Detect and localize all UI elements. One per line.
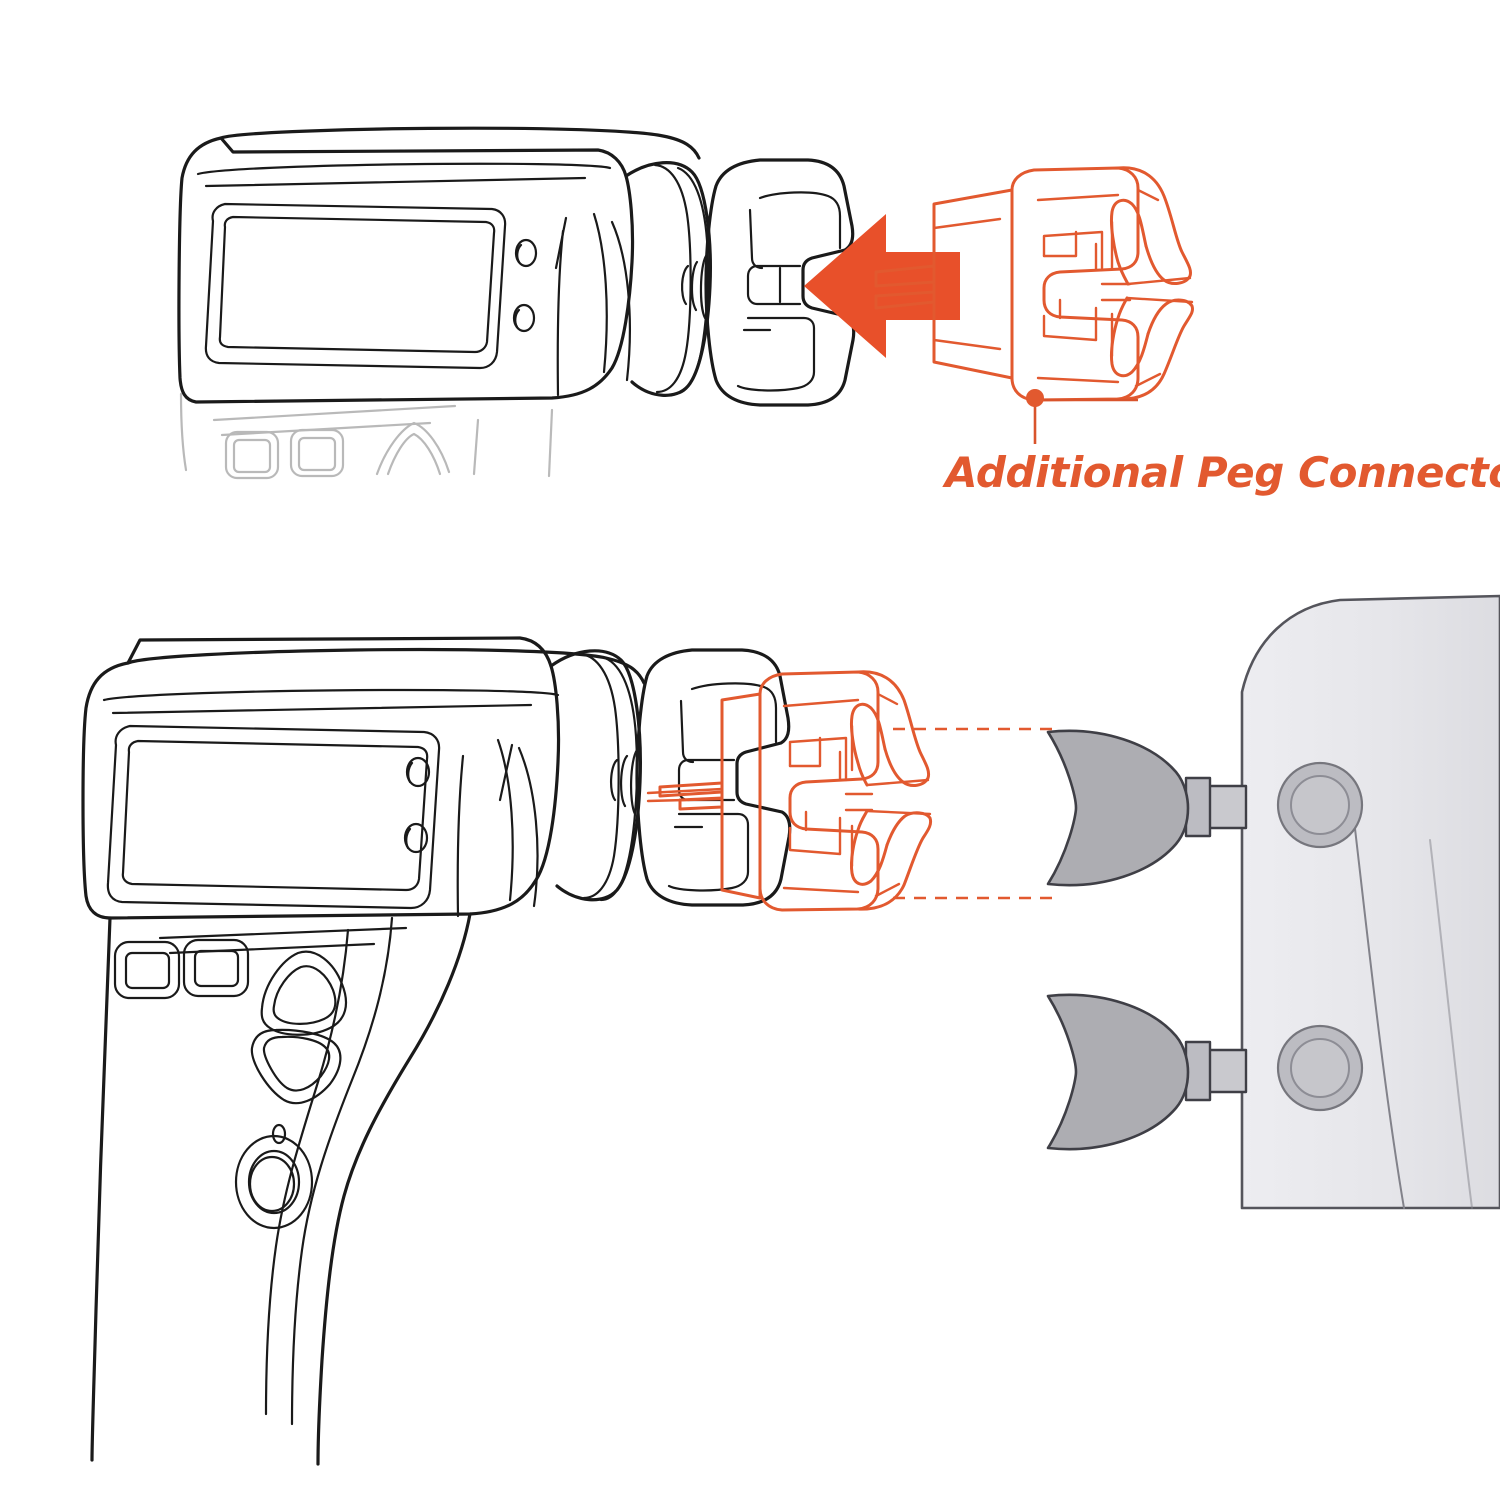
peg-connector-attached xyxy=(646,670,933,912)
alignment-dashed-lines xyxy=(893,727,1052,900)
power-led xyxy=(271,1123,287,1145)
top-device-faded-handle xyxy=(179,392,554,480)
power-button xyxy=(234,1134,314,1230)
square-button-left xyxy=(113,940,181,1000)
up-arrow-button xyxy=(260,950,348,1036)
upper-peg xyxy=(1046,729,1248,887)
down-arrow-button xyxy=(250,1028,342,1105)
top-panel-group xyxy=(177,126,1194,480)
callout-label: Additional Peg Connector xyxy=(945,448,1500,497)
peg-connector-detached xyxy=(874,166,1194,402)
panel-sockets xyxy=(1276,761,1364,1112)
top-device-body xyxy=(177,126,701,404)
bottom-device-collar xyxy=(549,649,642,902)
top-device-collar xyxy=(624,161,712,397)
bottom-device-body xyxy=(81,636,646,1466)
callout-anchor-dot xyxy=(1026,389,1044,407)
bottom-panel-group xyxy=(81,594,1500,1466)
square-button-right xyxy=(182,938,250,998)
wall-panel xyxy=(1240,594,1500,1210)
lower-peg xyxy=(1046,993,1248,1151)
bottom-device-nose xyxy=(610,648,792,907)
callout-leader xyxy=(1026,389,1138,444)
